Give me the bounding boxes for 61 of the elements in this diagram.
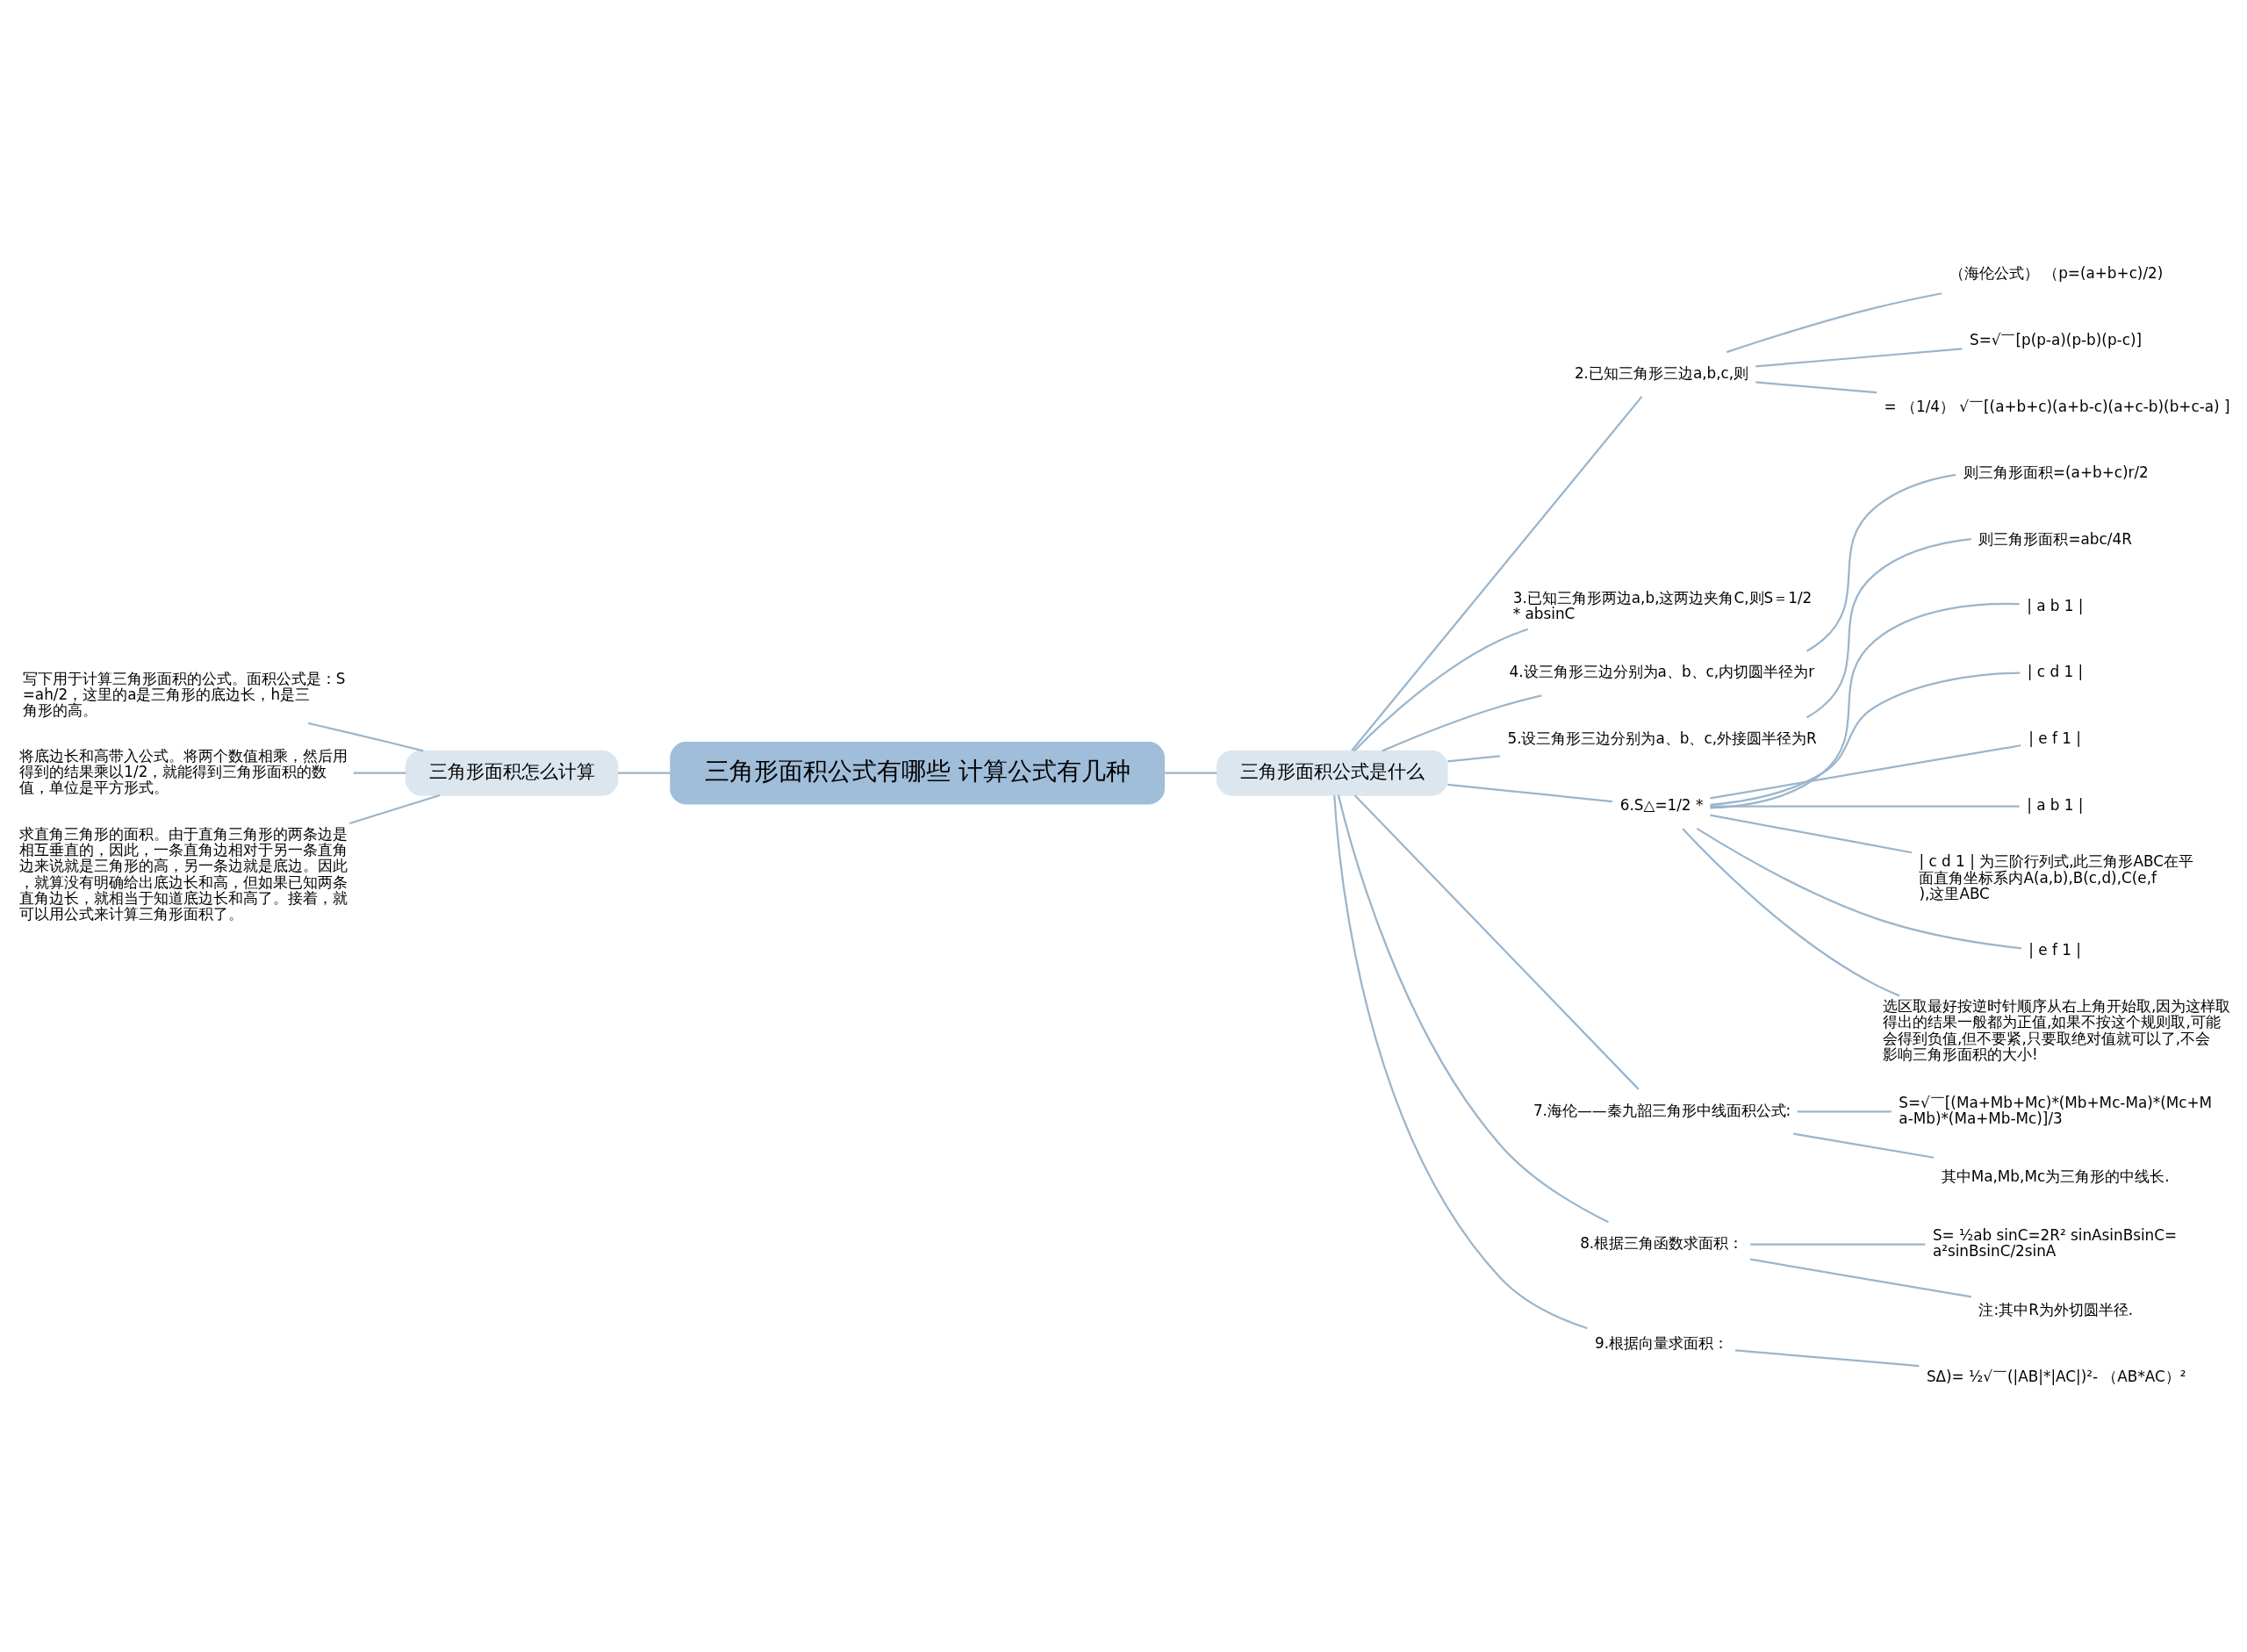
connector <box>1755 381 1877 394</box>
node-text: 选区取最好按逆时针顺序从右上角开始取,因为这样取得出的结果一般都为正值,如果不按这个规则取,可能会得到负值,但不要紧,只要取绝对值就可以了,不会影响三角形面积的大小! <box>1883 997 2231 1063</box>
connector <box>1351 396 1643 751</box>
connector <box>1797 1110 1892 1113</box>
connector <box>1382 694 1542 752</box>
node-text: 3.已知三角形两边a,b,这两边夹角C,则S＝1/2 * absinC <box>1512 588 1813 622</box>
connector <box>1710 814 1913 854</box>
connector <box>1337 794 1609 1224</box>
node-text: SΔ)= ½√￣(|AB|*|AC|)²- （AB*AC）² <box>1926 1367 2186 1385</box>
node-text: 将底边长和高带入公式。将两个数值相乘，然后用得到的结果乘以1/2，就能得到三角形面积的数值，单位是平方形式。 <box>19 746 348 797</box>
node-text: S= ½ab sinC=2R² sinAsinBsinC= a²sinBsinC/2sinA <box>1932 1225 2178 1261</box>
node-text: = （1/4） √￣[(a+b+c)(a+b-c)(a+c-b)(b+c-a) ] <box>1884 397 2230 415</box>
connector <box>1726 292 1942 354</box>
node-text: 则三角形面积=(a+b+c)r/2 <box>1963 463 2149 482</box>
node-box: 三角形面积公式有哪些 计算公式有几种 <box>670 741 1165 805</box>
connector <box>1750 1243 1926 1246</box>
node-box: 三角形面积怎么计算 <box>405 750 619 796</box>
connector <box>1805 538 1971 719</box>
node-text: 求直角三角形的面积。由于直角三角形的两条边是相互垂直的，因此，一条直角边相对于另一条直角边来说就是三角形的高，另一条边就是底边。因此，就算没有明确给出底边长和高，但如果已知两条直角边长，就相当于知道底边长和高了。接着，就可以用公式来计算三角形面积了。 <box>19 824 348 923</box>
connector <box>1447 755 1500 763</box>
node-text: | c d 1 | 为三阶行列式,此三角形ABC在平面直角坐标系内A(a,b),B(c,d),C(e,f),这里ABC <box>1919 852 2193 902</box>
connector <box>1333 795 1588 1330</box>
node-text: 5.设三角形三边分别为a、b、c,外接圆半径为R <box>1507 729 1817 748</box>
connector <box>1682 828 1900 997</box>
node-text: | e f 1 | <box>2028 941 2081 959</box>
node-text: S=√￣[(Ma+Mb+Mc)*(Mb+Mc-Ma)*(Mc+Ma-Mb)*(Ma+Mb-Mc)]/3 <box>1899 1093 2213 1127</box>
node-text: 8.根据三角函数求面积： <box>1580 1234 1744 1253</box>
connector <box>1696 827 2021 950</box>
connector <box>1734 1349 1920 1368</box>
node-text: | c d 1 | <box>2027 663 2084 681</box>
node-text: 其中Ma,Mb,Mc为三角形的中线长. <box>1941 1167 2170 1186</box>
node-box: 三角形面积公式是什么 <box>1216 750 1448 796</box>
connector <box>1755 348 1963 368</box>
node-text: 6.S△=1/2 * <box>1619 795 1704 814</box>
connector <box>1710 602 2020 809</box>
connector <box>1710 744 2021 800</box>
node-text: 9.根据向量求面积： <box>1595 1333 1729 1352</box>
connector <box>307 722 424 752</box>
connector <box>618 772 671 774</box>
connector <box>1710 672 2021 807</box>
connector <box>1710 805 2020 808</box>
node-text: 则三角形面积=abc/4R <box>1978 530 2132 549</box>
node-text: S=√￣[p(p-a)(p-b)(p-c)] <box>1969 330 2143 348</box>
node-text: | a b 1 | <box>2027 795 2084 814</box>
connector <box>1353 628 1529 752</box>
node-text: （海伦公式） （p=(a+b+c)/2) <box>1949 264 2164 283</box>
node-text: 注:其中R为外切圆半径. <box>1978 1300 2134 1318</box>
connector <box>1447 783 1613 803</box>
connector <box>1750 1258 1972 1298</box>
node-text: 4.设三角形三边分别为a、b、c,内切圆半径为r <box>1509 663 1815 681</box>
node-text: | a b 1 | <box>2027 596 2084 614</box>
connector <box>1164 772 1217 774</box>
node-text: | e f 1 | <box>2028 729 2081 748</box>
node-text: 写下用于计算三角形面积的公式。面积公式是：S=ah/2，这里的a是三角形的底边长，h是三角形的高。 <box>22 669 346 719</box>
node-text: 2.已知三角形三边a,b,c,则 <box>1574 363 1749 382</box>
node-text: 7.海伦——秦九韶三角形中线面积公式: <box>1533 1101 1791 1119</box>
connector <box>349 794 441 825</box>
connector <box>1805 473 1956 652</box>
connector <box>1353 794 1640 1090</box>
connector <box>1793 1132 1935 1159</box>
connector <box>353 772 406 774</box>
